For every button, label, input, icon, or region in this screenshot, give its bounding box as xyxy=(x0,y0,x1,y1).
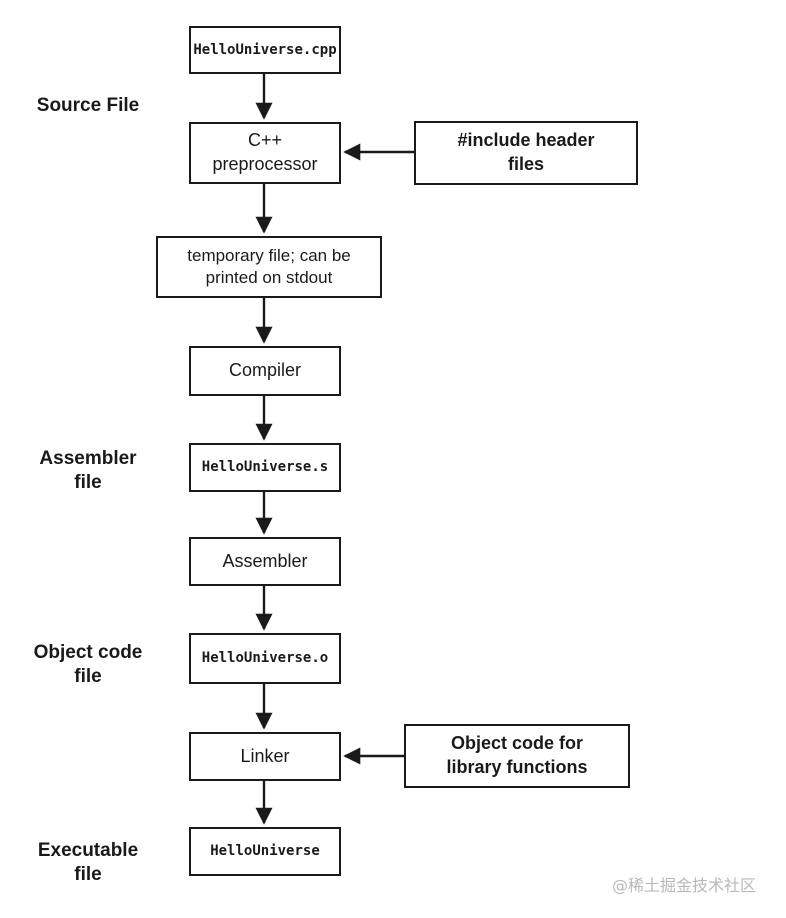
node-linker: Linker xyxy=(189,732,341,781)
node-compiler: Compiler xyxy=(189,346,341,396)
node-obj-file: HelloUniverse.o xyxy=(189,633,341,684)
node-asm-file: HelloUniverse.s xyxy=(189,443,341,492)
node-cpp-file: HelloUniverse.cpp xyxy=(189,26,341,74)
stage-label-source-file: Source File xyxy=(36,95,140,116)
stage-label-executable-file: Executable file xyxy=(37,840,139,886)
node-exe-file: HelloUniverse xyxy=(189,827,341,876)
stage-label-object-code-file: Object code file xyxy=(33,642,143,688)
node-assembler: Assembler xyxy=(189,537,341,586)
node-object-code-libs: Object code for library functions xyxy=(404,724,630,788)
stage-label-assembler-file: Assembler file xyxy=(39,448,137,494)
watermark: @稀土掘金技术社区 xyxy=(612,876,757,895)
node-temp-file: temporary file; can be printed on stdout xyxy=(156,236,382,298)
node-preprocessor: C++ preprocessor xyxy=(189,122,341,184)
node-include-headers: #include header files xyxy=(414,121,638,185)
